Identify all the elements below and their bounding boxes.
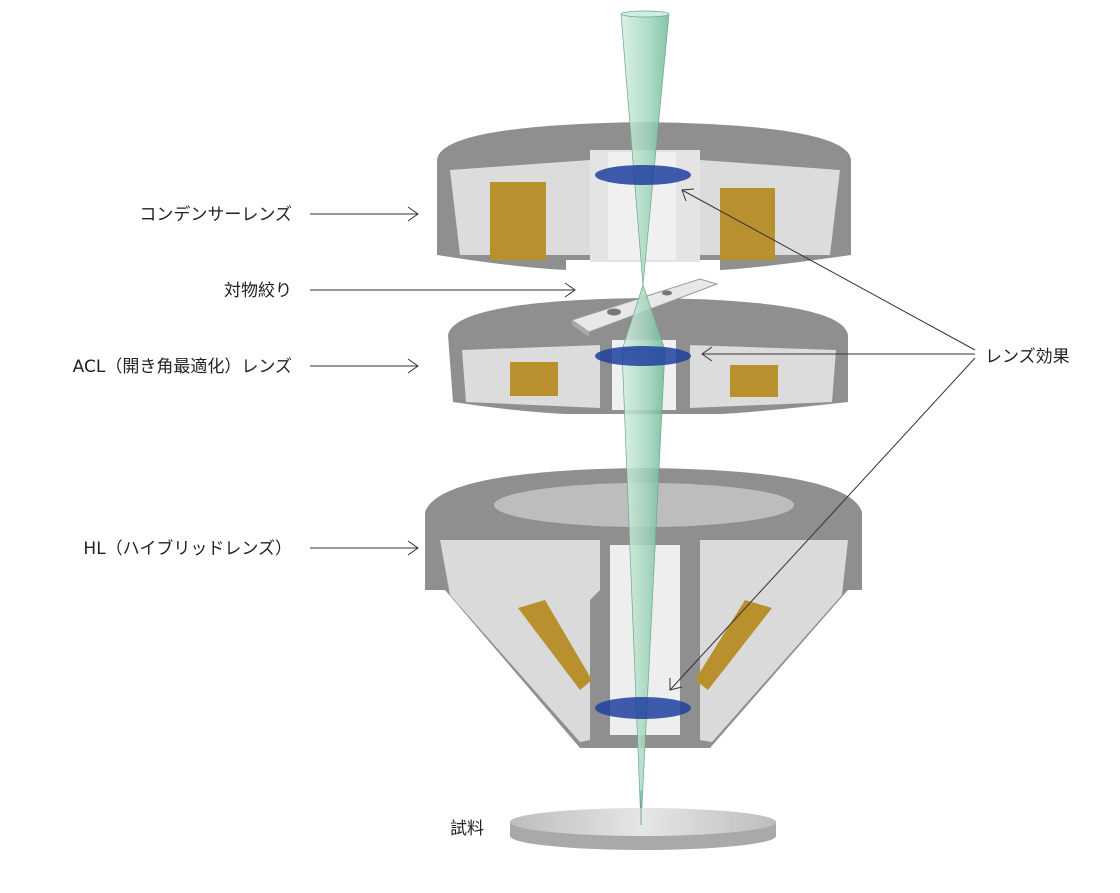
hl-coil-right	[695, 600, 772, 690]
acl-coil-left	[510, 362, 558, 396]
condenser-coil-left	[490, 182, 546, 260]
acl-coil-right	[730, 365, 778, 397]
label-condenser-lens: コンデンサーレンズ	[139, 204, 292, 225]
label-arrows	[310, 188, 976, 691]
specimen-disk	[510, 808, 776, 850]
hl-coil-left	[518, 600, 592, 690]
electron-beam	[620, 10, 670, 826]
label-lens-effect: レンズ効果	[985, 347, 1070, 367]
label-specimen: 試料	[450, 819, 484, 839]
condenser-coil-right	[720, 188, 775, 260]
label-objective-aperture: 対物絞り	[224, 281, 292, 301]
hl-lens-field	[595, 697, 691, 719]
label-hl-lens: HL（ハイブリッドレンズ）	[83, 538, 292, 559]
condenser-lens-field	[595, 165, 691, 185]
acl-lens-field	[595, 346, 691, 366]
label-acl-lens: ACL（開き角最適化）レンズ	[73, 357, 292, 377]
